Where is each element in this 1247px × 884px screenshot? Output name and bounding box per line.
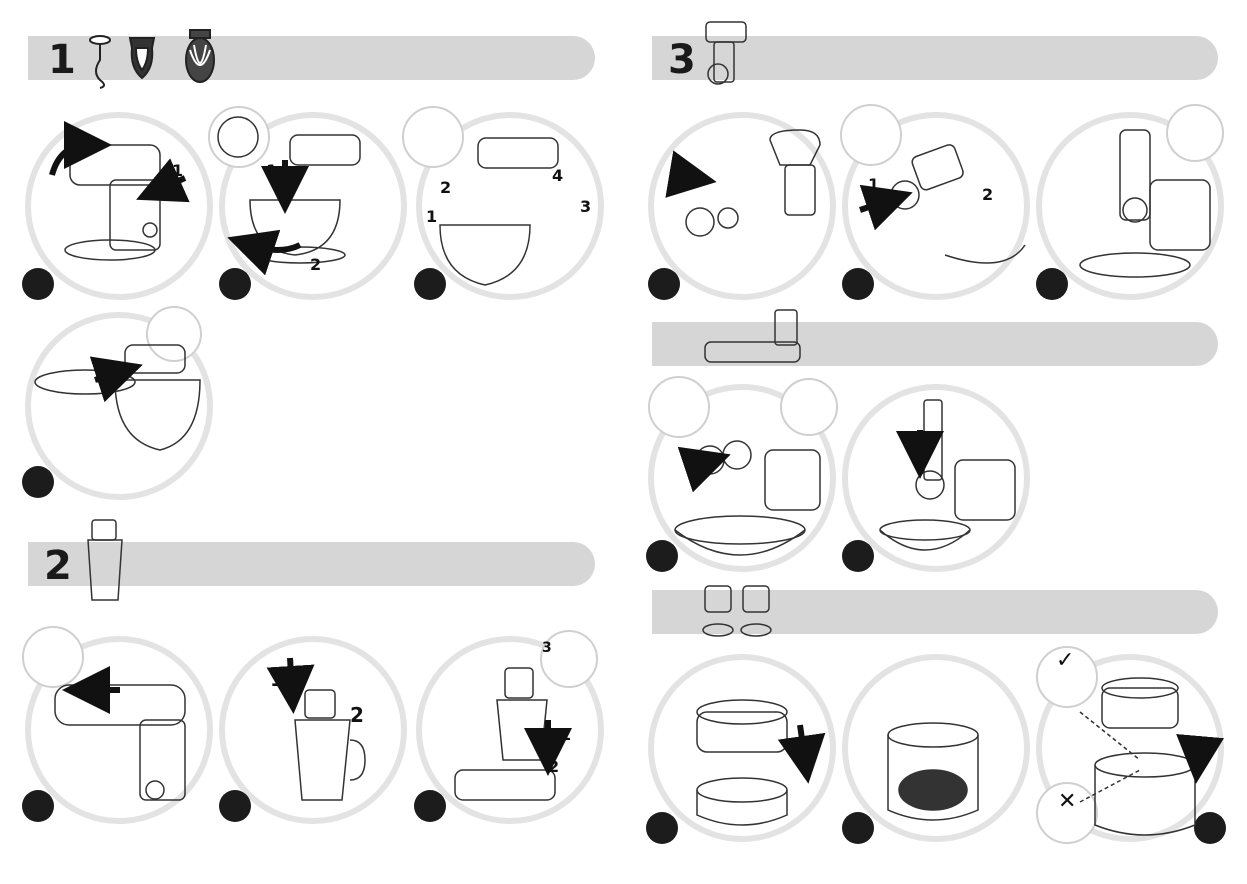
callout-s1b-2: 2 [310,255,321,274]
callout-s2c-1: 1 [560,725,571,744]
callout-s3b-2: 2 [982,185,993,204]
callout-s1b-1: 1 [266,161,277,180]
callout-s1a-1: 1 [172,161,183,180]
callout-s2b-2: 2 [350,703,364,727]
callout-s2c-2: 2 [548,757,559,776]
correct-check-icon: ✓ [1056,648,1074,673]
callout-s2c-3: 3 [542,640,552,656]
incorrect-cross-icon: ✕ [1058,789,1076,814]
callout-s1a-2: 2 [80,131,91,150]
callout-s2b-1: 1 [270,667,284,691]
callout-s1c-2: 2 [440,178,451,197]
callout-s3b-1: 1 [868,175,879,194]
callout-s1c-3: 3 [580,197,591,216]
callout-s1c-1: 1 [426,207,437,226]
callout-s1c-4: 4 [552,166,563,185]
